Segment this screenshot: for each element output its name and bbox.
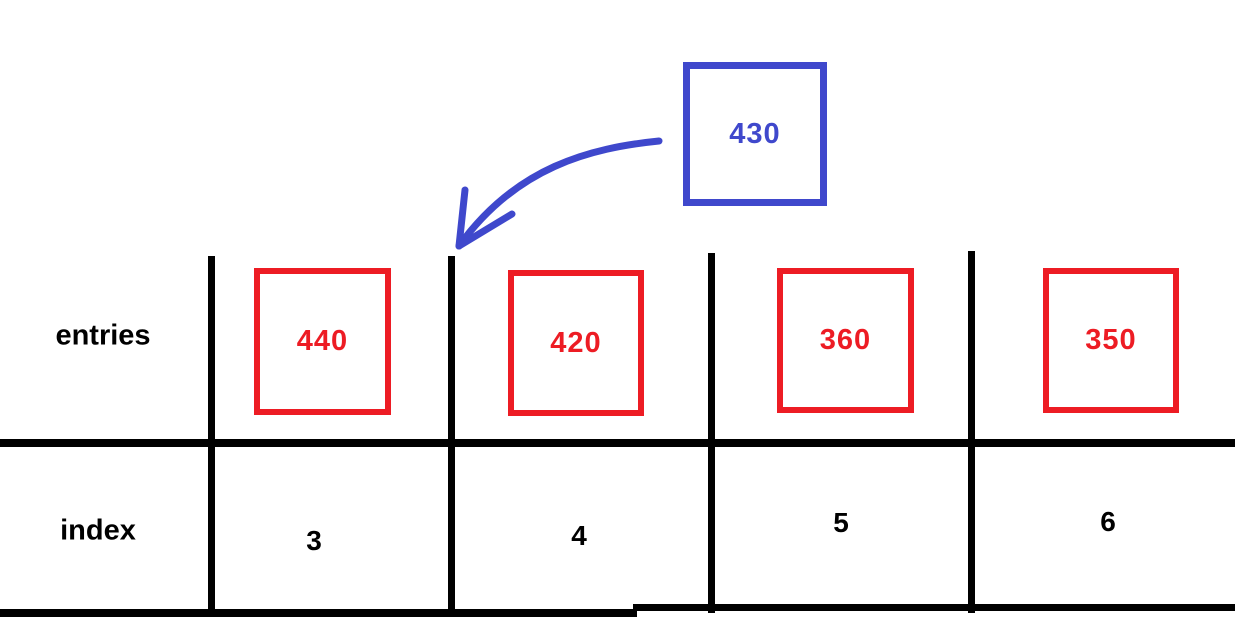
table-vertical-line-2 xyxy=(448,256,455,613)
entry-value: 360 xyxy=(819,324,872,356)
inserted-value: 430 xyxy=(729,117,781,150)
index-value-3: 3 xyxy=(306,525,322,556)
table-vertical-line-1 xyxy=(208,256,215,613)
entry-value: 420 xyxy=(550,326,602,359)
table-bottom-line-left xyxy=(0,609,637,617)
index-value-4: 4 xyxy=(571,520,587,551)
entries-row-label: entries xyxy=(55,319,151,352)
entry-box-index-6: 350 xyxy=(1043,268,1179,413)
entry-box-index-3: 440 xyxy=(254,268,391,415)
table-bottom-line-right xyxy=(633,604,1235,611)
table-row-divider-line xyxy=(0,439,1235,447)
table-vertical-line-4 xyxy=(968,251,975,613)
inserted-value-box: 430 xyxy=(683,62,827,206)
entry-box-index-5: 360 xyxy=(777,268,914,413)
index-value-5: 5 xyxy=(833,507,849,538)
table-vertical-line-3 xyxy=(708,253,715,613)
entry-value: 440 xyxy=(296,325,349,357)
index-row-label: index xyxy=(60,514,136,547)
entry-value: 350 xyxy=(1085,324,1137,356)
index-value-6: 6 xyxy=(1100,506,1116,537)
entry-box-index-4: 420 xyxy=(508,270,644,416)
